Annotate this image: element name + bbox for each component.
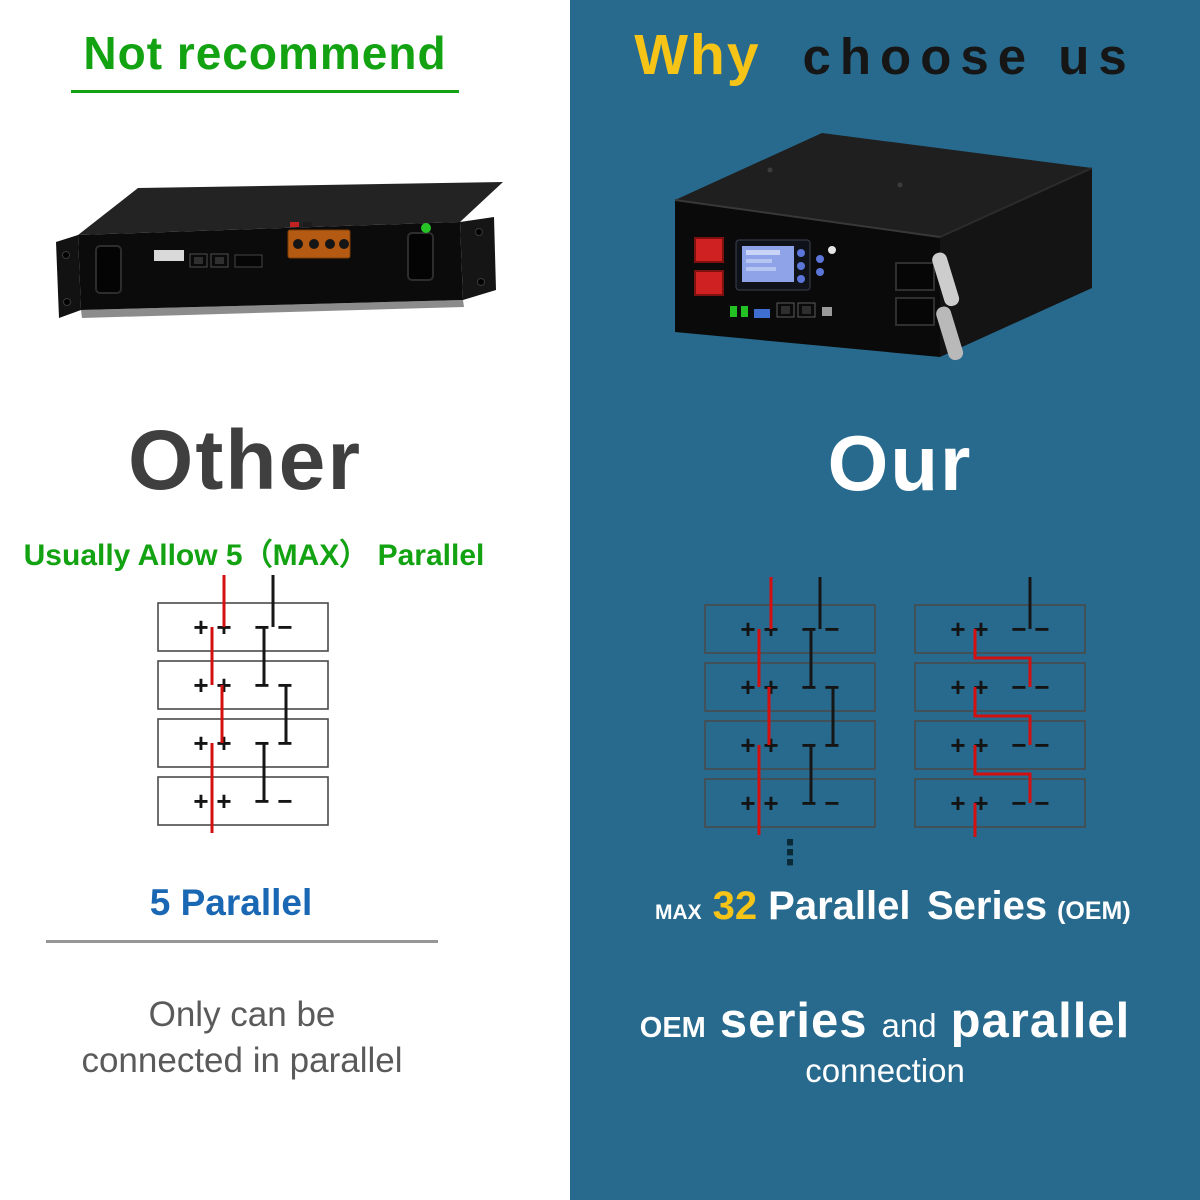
other-heading: Other xyxy=(127,413,363,507)
svg-text:−: − xyxy=(254,612,269,642)
svg-text:+: + xyxy=(763,730,778,760)
svg-text:+: + xyxy=(216,786,231,816)
allow-5-max-text: Usually Allow 5（MAX） Parallel xyxy=(23,539,485,572)
svg-text:−: − xyxy=(1034,730,1049,760)
series-big-word: series xyxy=(719,994,868,1048)
red-connector xyxy=(694,237,724,263)
svg-text:−: − xyxy=(1011,788,1026,818)
battery-connector xyxy=(895,262,935,291)
svg-text:+: + xyxy=(973,672,988,702)
note-line-1: Only can be xyxy=(148,995,336,1034)
not-recommend-title: Not recommend xyxy=(71,26,459,93)
svg-text:+: + xyxy=(763,672,778,702)
svg-text:+: + xyxy=(950,672,965,702)
our-battery-image xyxy=(570,110,1200,385)
handle xyxy=(932,252,960,307)
svg-text:−: − xyxy=(801,730,816,760)
battery-connector xyxy=(895,297,935,326)
oem-word: OEM xyxy=(639,1012,706,1044)
svg-text:+: + xyxy=(216,670,231,700)
lcd-button xyxy=(816,268,824,276)
max-word: MAX xyxy=(655,901,702,924)
note-line-2: connected in parallel xyxy=(81,1041,403,1081)
svg-text:−: − xyxy=(1011,672,1026,702)
left-title-wrap: Not recommend xyxy=(0,26,530,93)
svg-text:+: + xyxy=(740,730,755,760)
comm-port xyxy=(234,254,263,268)
svg-text:−: − xyxy=(801,614,816,644)
svg-text:−: − xyxy=(254,728,269,758)
max-value: 32 xyxy=(712,884,758,928)
svg-text:+: + xyxy=(216,728,231,758)
max-32-parallel-label: MAX 32 Parallel xyxy=(655,884,911,929)
svg-text:+: + xyxy=(193,670,208,700)
svg-text:+: + xyxy=(950,788,965,818)
status-led xyxy=(741,306,748,317)
svg-text:+: + xyxy=(193,786,208,816)
divider-line xyxy=(46,940,438,943)
svg-text:+: + xyxy=(193,728,208,758)
logo-dot xyxy=(828,246,836,254)
svg-text:−: − xyxy=(1034,614,1049,644)
only-parallel-note: Only can be connected in parallel xyxy=(0,992,484,1084)
series-wiring-diagram-our: ++−−++−−++−−++−− xyxy=(880,565,1120,875)
more-batteries-ellipsis: ⋮ xyxy=(773,834,807,872)
panel-not-recommend: Not recommend xyxy=(0,0,570,1200)
svg-text:+: + xyxy=(950,614,965,644)
svg-text:−: − xyxy=(824,614,839,644)
other-battery-image xyxy=(38,158,518,348)
svg-text:+: + xyxy=(763,788,778,818)
series-oem-label: Series (OEM) xyxy=(927,884,1131,929)
red-connector xyxy=(694,270,724,296)
parallel-wiring-diagram-our: ++−−++−−++−−++−− xyxy=(670,565,910,875)
rack-battery-3u-graphic xyxy=(674,133,1093,361)
svg-text:+: + xyxy=(740,788,755,818)
choose-us-words: choose us xyxy=(802,28,1136,85)
svg-text:−: − xyxy=(277,612,292,642)
rack-battery-2u-graphic xyxy=(56,182,503,318)
left-handle xyxy=(95,245,122,294)
lcd-button xyxy=(797,262,805,270)
parallel-word: Parallel xyxy=(768,884,911,928)
parallel-big-word: parallel xyxy=(950,994,1131,1048)
handle xyxy=(936,306,964,361)
svg-text:−: − xyxy=(254,670,269,700)
status-led xyxy=(730,306,737,317)
oem-series-parallel-line: OEM series and parallel xyxy=(570,993,1200,1049)
five-parallel-label: 5 Parallel xyxy=(149,882,313,923)
power-led xyxy=(421,223,431,233)
and-word: and xyxy=(881,1007,937,1044)
svg-text:+: + xyxy=(950,730,965,760)
capacity-labels-row: MAX 32 Parallel Series (OEM) xyxy=(570,884,1200,938)
svg-text:−: − xyxy=(1034,788,1049,818)
label-sticker xyxy=(154,250,184,261)
svg-text:−: − xyxy=(1034,672,1049,702)
svg-text:−: − xyxy=(824,788,839,818)
lcd-button xyxy=(797,249,805,257)
svg-text:+: + xyxy=(740,672,755,702)
svg-text:−: − xyxy=(1011,730,1026,760)
panel-why-choose-us: Why choose us xyxy=(570,0,1200,1200)
why-word: Why xyxy=(634,23,761,87)
svg-text:+: + xyxy=(973,730,988,760)
right-handle xyxy=(407,232,434,281)
why-choose-us-title: Why choose us xyxy=(570,22,1200,88)
svg-text:+: + xyxy=(973,614,988,644)
connection-word: connection xyxy=(805,1052,965,1089)
svg-text:−: − xyxy=(1011,614,1026,644)
svg-text:+: + xyxy=(193,612,208,642)
svg-text:+: + xyxy=(740,614,755,644)
our-heading: Our xyxy=(827,419,973,507)
series-oem-note: (OEM) xyxy=(1057,897,1131,925)
svg-text:−: − xyxy=(801,788,816,818)
series-word: Series xyxy=(927,884,1048,928)
parallel-wiring-diagram-other: ++−−++−−++−−++−− xyxy=(123,563,363,873)
svg-text:−: − xyxy=(801,672,816,702)
svg-text:+: + xyxy=(973,788,988,818)
lcd-button xyxy=(797,275,805,283)
svg-text:−: − xyxy=(254,786,269,816)
svg-text:−: − xyxy=(277,786,292,816)
lcd-button xyxy=(816,255,824,263)
